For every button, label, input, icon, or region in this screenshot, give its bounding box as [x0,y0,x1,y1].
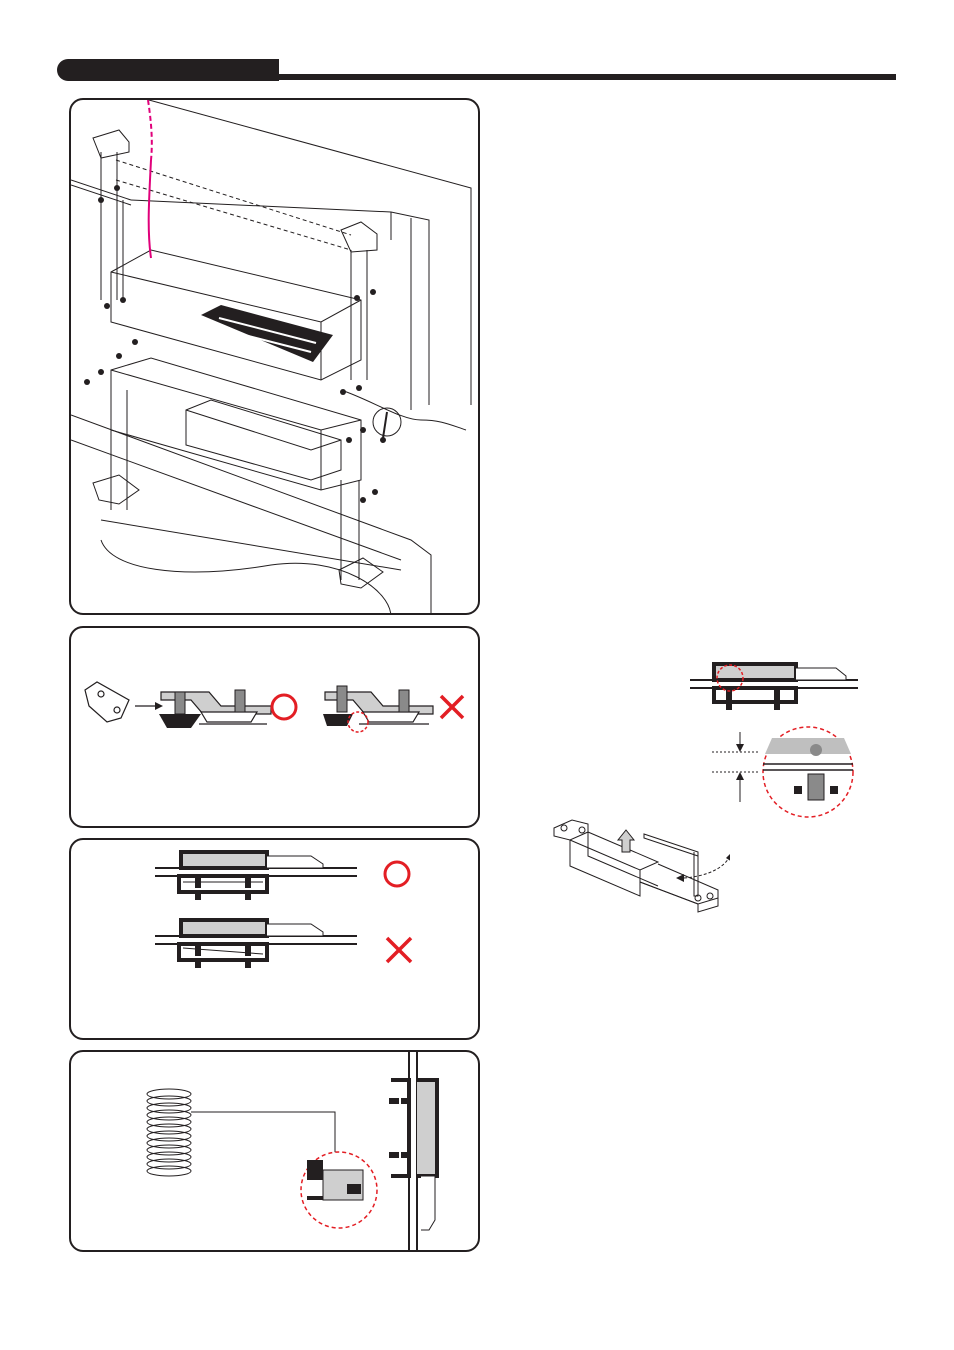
figure-gap-detail-callout [704,724,856,820]
incorrect-mark [387,938,411,962]
spring-washer-icon [147,1089,191,1176]
exploded-view-drawing [71,100,480,615]
panel-mounting-exploded-view [69,98,480,615]
bracket-orientation-drawing [71,628,480,828]
armature-alignment-drawing [71,840,480,1040]
correct-mark [385,862,409,886]
panel-armature-alignment-check [69,838,480,1040]
spring-washer-drawing [71,1052,480,1252]
correct-mark [272,695,296,719]
figure-bracket-adjustment-hex-key [548,812,730,924]
section-header-tab [57,59,279,81]
figure-section-view-with-detail [686,656,858,714]
panel-bracket-orientation-check [69,626,480,828]
panel-spring-washer-placement [69,1050,480,1252]
section-header-rule [270,74,896,80]
incorrect-mark [441,696,463,718]
